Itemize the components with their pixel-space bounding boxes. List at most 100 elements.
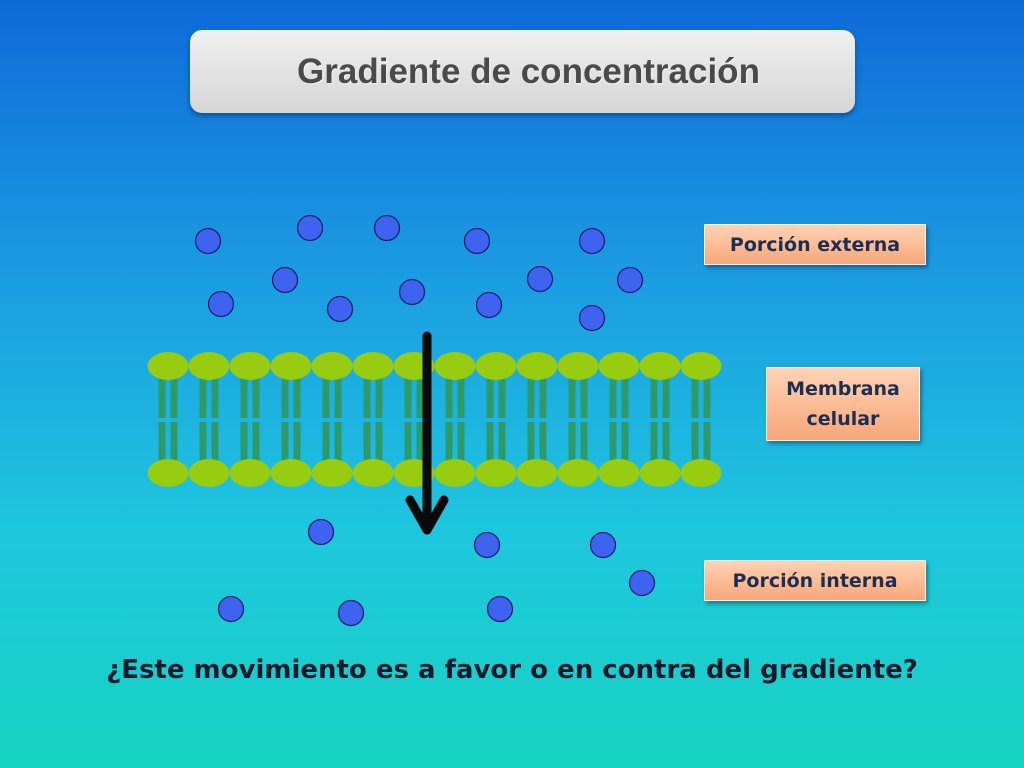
lipid-head-bottom bbox=[229, 459, 271, 487]
lipid-tail bbox=[322, 422, 330, 462]
lipid-tail bbox=[416, 422, 424, 462]
lipid-head-top bbox=[680, 352, 722, 380]
label-external-portion: Porción externa bbox=[704, 224, 926, 265]
lipid-tail bbox=[662, 422, 670, 462]
lipid-head-bottom bbox=[352, 459, 394, 487]
particle-external bbox=[373, 214, 401, 242]
lipid-tail bbox=[650, 378, 658, 418]
label-cell-membrane: Membrana celular bbox=[766, 367, 920, 441]
lipid-tail bbox=[363, 378, 371, 418]
lipid-head-top bbox=[516, 352, 558, 380]
lipid-tail bbox=[170, 378, 178, 418]
particle-internal bbox=[486, 595, 514, 623]
lipid-head-bottom bbox=[475, 459, 517, 487]
particle-external bbox=[475, 291, 503, 319]
lipid-tail bbox=[416, 378, 424, 418]
arrow-head bbox=[405, 495, 449, 535]
lipid-heads bbox=[147, 352, 722, 487]
particles bbox=[194, 214, 656, 627]
lipid-tail bbox=[457, 378, 465, 418]
particle-external bbox=[296, 214, 324, 242]
lipid-tail bbox=[445, 422, 453, 462]
lipid-tail bbox=[621, 422, 629, 462]
lipid-tail bbox=[404, 422, 412, 462]
question-text: ¿Este movimiento es a favor o en contra … bbox=[106, 655, 918, 685]
lipid-tail bbox=[211, 378, 219, 418]
lipid-tail bbox=[498, 422, 506, 462]
lipid-head-bottom bbox=[598, 459, 640, 487]
particle-internal bbox=[473, 531, 501, 559]
lipid-tail bbox=[650, 422, 658, 462]
particle-external bbox=[194, 227, 222, 255]
lipid-tail bbox=[539, 378, 547, 418]
title-box: Gradiente de concentración bbox=[190, 30, 855, 113]
particle-external bbox=[207, 290, 235, 318]
lipid-tail bbox=[486, 378, 494, 418]
lipid-head-top bbox=[147, 352, 189, 380]
lipid-tail bbox=[375, 378, 383, 418]
lipid-tail bbox=[580, 378, 588, 418]
lipid-head-bottom bbox=[270, 459, 312, 487]
lipid-head-top bbox=[475, 352, 517, 380]
label-internal-portion: Porción interna bbox=[704, 560, 926, 601]
lipid-tail bbox=[568, 378, 576, 418]
slide-title: Gradiente de concentración bbox=[297, 51, 760, 91]
particle-external bbox=[398, 278, 426, 306]
particle-internal bbox=[217, 595, 245, 623]
particle-internal bbox=[337, 599, 365, 627]
particle-external bbox=[526, 265, 554, 293]
lipid-tail bbox=[252, 378, 260, 418]
lipid-tail bbox=[404, 378, 412, 418]
particle-external bbox=[271, 266, 299, 294]
lipid-head-bottom bbox=[147, 459, 189, 487]
lipid-tail bbox=[334, 378, 342, 418]
particle-internal bbox=[307, 518, 335, 546]
lipid-tail bbox=[539, 422, 547, 462]
label-membrane-line2: celular bbox=[806, 408, 880, 430]
lipid-head-top bbox=[270, 352, 312, 380]
particle-external bbox=[578, 304, 606, 332]
lipid-tail bbox=[199, 422, 207, 462]
lipid-tail bbox=[703, 422, 711, 462]
lipid-head-bottom bbox=[188, 459, 230, 487]
particle-internal bbox=[589, 531, 617, 559]
lipid-tail bbox=[170, 422, 178, 462]
lipid-tail bbox=[363, 422, 371, 462]
lipid-head-bottom bbox=[311, 459, 353, 487]
lipid-head-top bbox=[352, 352, 394, 380]
lipid-tail bbox=[609, 378, 617, 418]
particle-external bbox=[578, 227, 606, 255]
lipid-tail bbox=[498, 378, 506, 418]
lipid-head-top bbox=[229, 352, 271, 380]
lipid-tail bbox=[334, 422, 342, 462]
particle-external bbox=[326, 295, 354, 323]
lipid-tail bbox=[568, 422, 576, 462]
lipid-head-bottom bbox=[434, 459, 476, 487]
lipid-head-bottom bbox=[639, 459, 681, 487]
diffusion-arrow bbox=[405, 331, 449, 535]
lipid-tail bbox=[240, 422, 248, 462]
lipid-tail bbox=[293, 422, 301, 462]
lipid-tail bbox=[158, 422, 166, 462]
lipid-head-bottom bbox=[516, 459, 558, 487]
lipid-tail bbox=[199, 378, 207, 418]
lipid-tail bbox=[252, 422, 260, 462]
lipid-head-bottom bbox=[680, 459, 722, 487]
lipid-head-top bbox=[598, 352, 640, 380]
lipid-tail bbox=[609, 422, 617, 462]
lipid-tail bbox=[211, 422, 219, 462]
lipid-head-top bbox=[434, 352, 476, 380]
lipid-tail bbox=[621, 378, 629, 418]
lipid-tail bbox=[580, 422, 588, 462]
lipid-head-top bbox=[639, 352, 681, 380]
lipid-tail bbox=[703, 378, 711, 418]
lipid-tail bbox=[281, 378, 289, 418]
lipid-tail bbox=[691, 422, 699, 462]
lipid-tail bbox=[240, 378, 248, 418]
particle-external bbox=[616, 266, 644, 294]
lipid-tail bbox=[281, 422, 289, 462]
lipid-tail bbox=[322, 378, 330, 418]
lipid-head-bottom bbox=[557, 459, 599, 487]
